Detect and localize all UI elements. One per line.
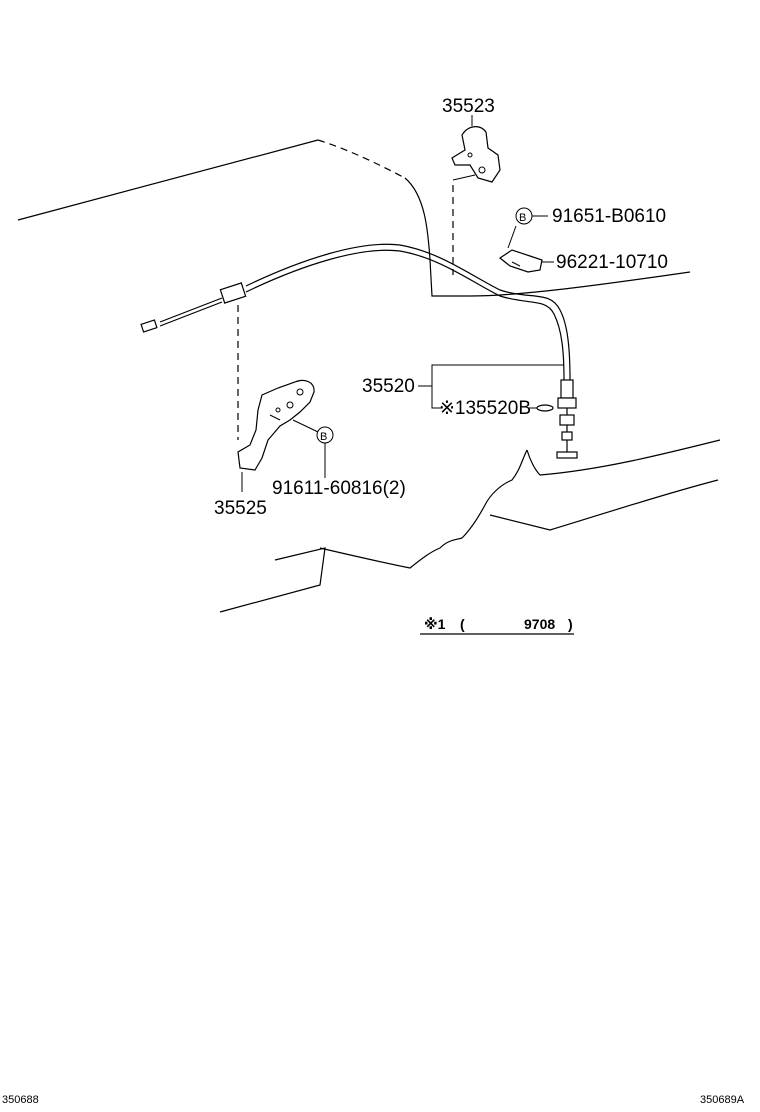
bracket-lower-icon	[237, 379, 315, 471]
bolt-b-lower-symbol: B	[316, 426, 334, 444]
label-35525: 35525	[214, 498, 267, 519]
corner-code-left: 350688	[2, 1094, 39, 1106]
bracket-upper-icon	[451, 126, 501, 275]
footnote-value: 9708	[524, 616, 555, 632]
cable-handle-end	[140, 319, 158, 333]
label-35520: 35520	[362, 376, 415, 397]
body-outline	[17, 139, 721, 613]
grommet-icon	[498, 249, 543, 273]
leader-b-lower	[292, 419, 319, 433]
cable-assembly	[140, 243, 578, 459]
cable-end-fitting	[219, 282, 247, 304]
footnote-close: )	[568, 616, 573, 632]
label-91611-60816: 91611-60816(2)	[272, 478, 406, 499]
leader-b-upper-down	[507, 225, 517, 249]
corner-code-right: 350689A	[700, 1094, 745, 1106]
footnote-open: (	[460, 616, 465, 632]
clip-35520b-icon	[536, 404, 554, 412]
label-35523: 35523	[442, 96, 495, 117]
footnote: ※1 ( 9708 )	[420, 616, 574, 635]
label-91651-b0610: 91651-B0610	[552, 206, 666, 227]
label-35520b: ※135520B	[439, 398, 531, 419]
bolt-b-upper-symbol: B	[515, 207, 533, 225]
footnote-marker: ※1	[424, 616, 446, 632]
svg-text:B: B	[320, 431, 327, 443]
svg-text:B: B	[519, 212, 526, 224]
label-96221-10710: 96221-10710	[556, 252, 668, 273]
cable-lower-fitting	[560, 379, 574, 399]
